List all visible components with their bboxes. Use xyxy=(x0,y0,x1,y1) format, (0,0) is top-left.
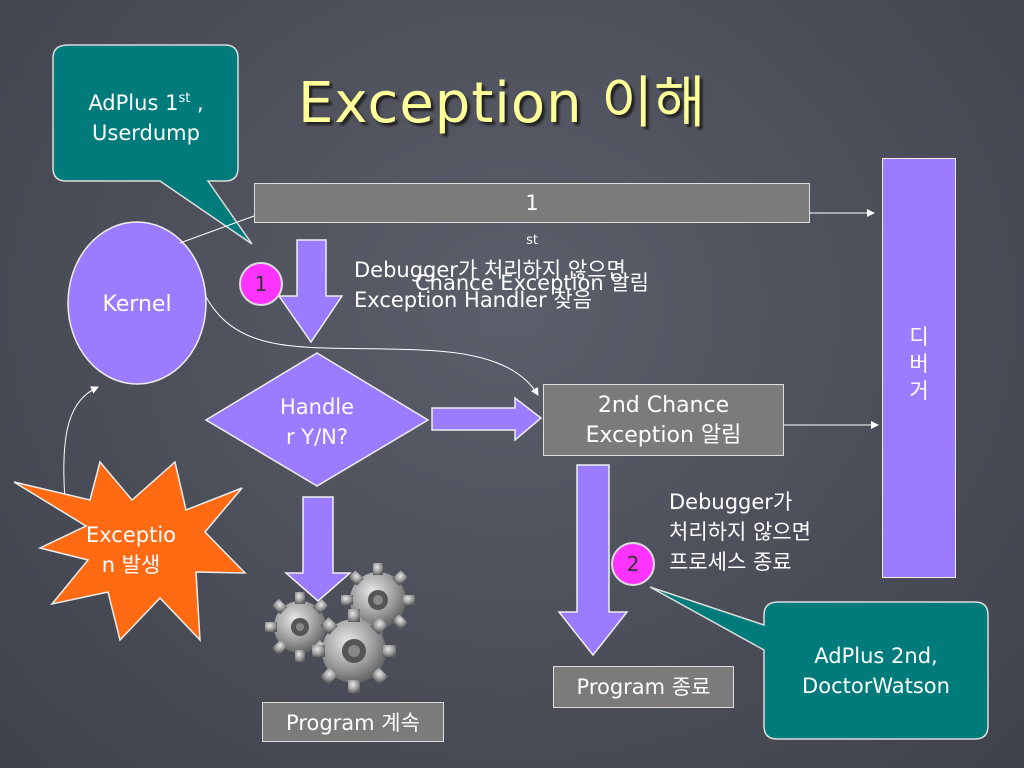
exception-text: Exceptio n 발생 xyxy=(66,520,196,580)
down-arrow-1 xyxy=(277,239,344,344)
down-arrow-3 xyxy=(557,464,629,657)
program-continue-label: Program 계속 xyxy=(286,711,420,735)
debugger-char2: 버 xyxy=(909,352,929,376)
note1-line1: Debugger가 처리하지 않으면 xyxy=(354,258,626,282)
exception-starburst xyxy=(13,460,247,642)
gears-icon xyxy=(265,563,415,693)
second-chance-line1: 2nd Chance xyxy=(597,393,730,418)
page-title: Exception 이해 xyxy=(298,71,707,136)
note2-line1: Debugger가 xyxy=(669,490,793,514)
note2-line2: 처리하지 않으면 xyxy=(669,520,811,544)
right-arrow-1 xyxy=(431,396,543,442)
debugger-box: 디 버 거 xyxy=(882,158,956,578)
note2-line3: 프로세스 종료 xyxy=(669,550,792,574)
callout-bottom-line1: AdPlus 2nd, xyxy=(814,644,938,668)
exception-line2: n 발생 xyxy=(101,553,161,577)
note-debugger-terminate: Debugger가 처리하지 않으면 프로세스 종료 xyxy=(669,487,811,577)
debugger-char3: 거 xyxy=(909,379,929,403)
callout-top-line2: Userdump xyxy=(92,121,200,145)
callout-top-tail: , xyxy=(190,91,204,115)
down-arrow-2 xyxy=(284,496,352,602)
second-chance-line2: Exception 알림 xyxy=(585,423,742,448)
program-end-label: Program 종료 xyxy=(576,675,711,699)
callout-top-line1: AdPlus 1 xyxy=(88,91,179,115)
note-debugger-handler: Debugger가 처리하지 않으면 Exception Handler 찾음 xyxy=(354,255,626,315)
callout-bottom-line2: DoctorWatson xyxy=(802,674,950,698)
decision-line1: Handle xyxy=(279,395,355,419)
debugger-char1: 디 xyxy=(909,325,929,349)
callout-adplus-2nd xyxy=(649,586,989,740)
step-badge-2: 2 xyxy=(611,542,655,586)
note1-line2: Exception Handler 찾음 xyxy=(354,288,593,312)
decision-line2: r Y/N? xyxy=(285,425,349,449)
kernel-node xyxy=(67,221,207,385)
handler-decision-diamond xyxy=(204,352,430,487)
callout-top-text: AdPlus 1st , Userdump xyxy=(56,84,236,148)
program-continue-box: Program 계속 xyxy=(262,702,444,742)
exception-line1: Exceptio xyxy=(85,523,177,547)
program-end-box: Program 종료 xyxy=(553,666,734,708)
callout-top-sup: st xyxy=(178,91,191,106)
callout-bottom-text: AdPlus 2nd, DoctorWatson xyxy=(766,641,986,701)
callout-adplus-1st xyxy=(52,44,253,245)
kernel-label: Kernel xyxy=(102,292,172,317)
decision-text: Handle r Y/N? xyxy=(240,392,394,452)
second-chance-box: 2nd Chance Exception 알림 xyxy=(543,384,784,456)
step-badge-1: 1 xyxy=(239,262,283,306)
connector-lines xyxy=(63,209,879,501)
